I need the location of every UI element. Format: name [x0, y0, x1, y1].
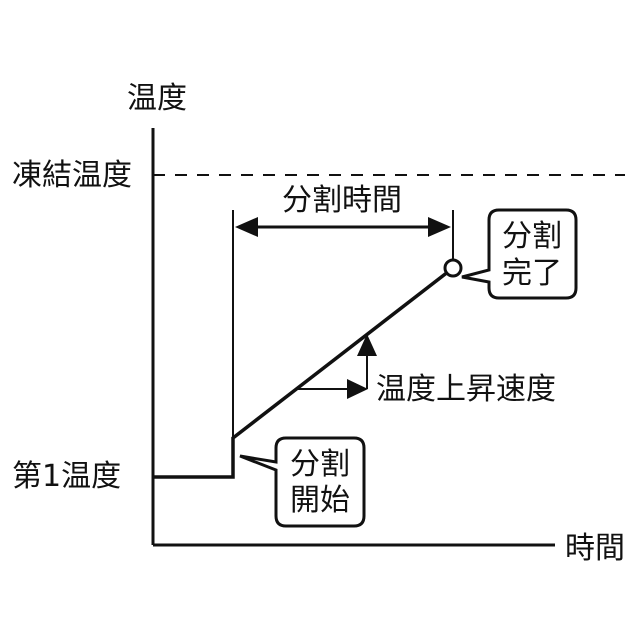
split-start-callout-line-2: 開始: [290, 483, 350, 518]
split-time-arrowhead-right: [428, 217, 451, 237]
rise-rate-arrowhead-right: [347, 379, 368, 399]
split-start-callout-line-1: 分割: [290, 447, 350, 482]
freezing-temperature-label: 凍結温度: [12, 158, 132, 193]
split-end-point: [445, 260, 461, 276]
split-end-callout-line-1: 分割: [502, 219, 562, 254]
split-time-label: 分割時間: [282, 183, 402, 218]
x-axis-label: 時間: [565, 531, 625, 566]
split-time-arrowhead-left: [235, 217, 258, 237]
split-start-callout: 分割 開始: [240, 438, 364, 526]
y-axis-label: 温度: [127, 81, 187, 116]
rise-rate-label: 温度上昇速度: [376, 372, 556, 407]
first-temperature-label: 第1温度: [12, 459, 121, 494]
split-end-callout: 分割 完了: [462, 210, 576, 298]
rise-rate-arrowhead-up: [357, 334, 377, 356]
split-end-callout-line-2: 完了: [502, 256, 562, 291]
